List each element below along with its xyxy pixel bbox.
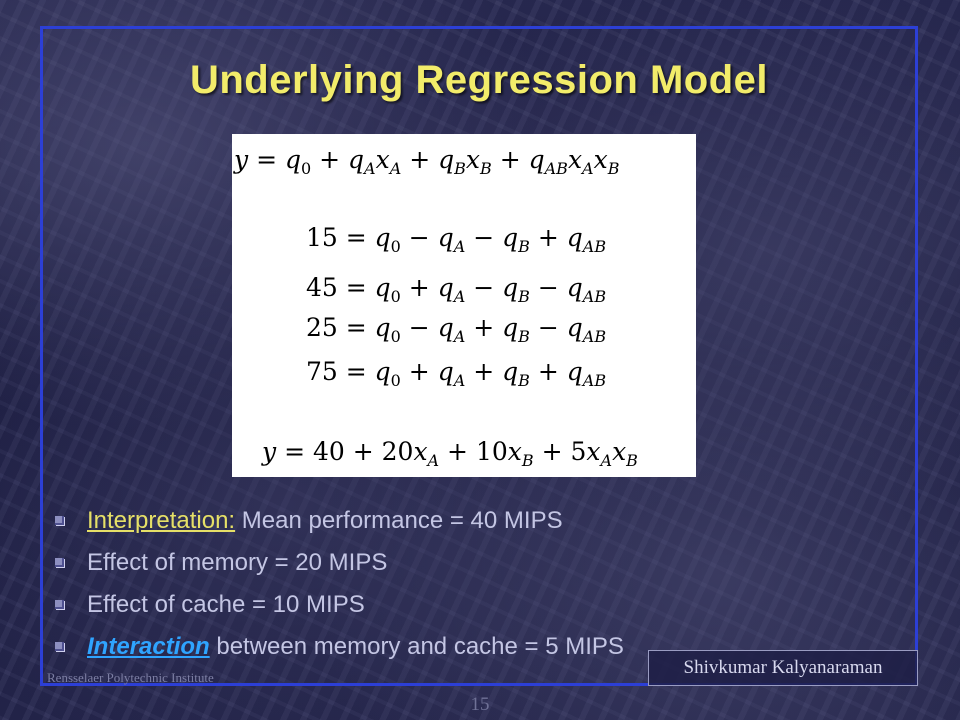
page-number: 15 <box>470 694 490 715</box>
square-bullet-icon <box>55 642 64 651</box>
equation-image: y = q0 + qAxA + qBxB + qABxAxB 15 = q0 −… <box>232 134 696 477</box>
equation-model: y = q0 + qAxA + qBxB + qABxAxB <box>233 145 620 178</box>
equation-row-2: 45 = q0 + qA − qB − qAB <box>306 273 606 306</box>
author-label: Shivkumar Kalyanaraman <box>648 650 918 686</box>
bullet-text: Mean performance = 40 MIPS <box>235 507 563 534</box>
square-bullet-icon <box>55 600 64 609</box>
bullet-list: Interpretation: Mean performance = 40 MI… <box>52 500 892 668</box>
slide-frame <box>40 26 918 686</box>
bullet-text: Effect of memory = 20 MIPS <box>87 549 388 576</box>
interaction-link[interactable]: Interaction <box>87 633 210 660</box>
equation-row-4: 75 = q0 + qA + qB + qAB <box>306 357 606 390</box>
square-bullet-icon <box>55 516 64 525</box>
bullet-item: Effect of memory = 20 MIPS <box>52 542 892 584</box>
bullet-item: Interpretation: Mean performance = 40 MI… <box>52 500 892 542</box>
institution-label: Rensselaer Polytechnic Institute <box>47 670 214 685</box>
slide-title: Underlying Regression Model <box>189 58 769 102</box>
bullet-item: Interaction between memory and cache = 5… <box>52 626 892 668</box>
bullet-item: Effect of cache = 10 MIPS <box>52 584 892 626</box>
equation-fitted: y = 40 + 20xA + 10xB + 5xAxB <box>261 437 638 470</box>
equation-row-3: 25 = q0 − qA + qB − qAB <box>306 313 606 346</box>
square-bullet-icon <box>55 558 64 567</box>
bullet-text: Effect of cache = 10 MIPS <box>87 591 365 618</box>
bullet-text: between memory and cache = 5 MIPS <box>209 633 624 660</box>
interpretation-link[interactable]: Interpretation: <box>87 507 236 534</box>
equation-row-1: 15 = q0 − qA − qB + qAB <box>306 223 606 256</box>
